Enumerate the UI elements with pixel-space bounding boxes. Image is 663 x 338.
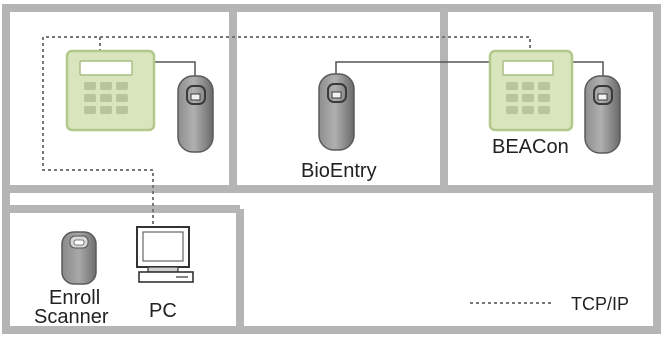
building-frame [2, 4, 661, 334]
tcpip-network-lines [42, 36, 531, 232]
wire-panel1-reader1 [155, 61, 196, 76]
bioentry-reader-icon [318, 73, 355, 151]
beacon-controller-icon [488, 49, 574, 132]
wire-beacon-reader3 [572, 61, 604, 76]
keypad-controller-icon [65, 49, 156, 132]
beacon-label: BEACon [492, 136, 569, 158]
fingerprint-reader-icon [584, 75, 621, 154]
fingerprint-reader-icon [177, 75, 214, 153]
tcpip-line-left-loop [42, 36, 154, 232]
outer-wall [2, 4, 661, 334]
pc-label: PC [149, 300, 177, 322]
bioentry-label: BioEntry [301, 160, 377, 182]
legend-tcpip-label: TCP/IP [571, 294, 630, 314]
device-wiring [155, 61, 604, 76]
enroll-label-line2: Scanner [34, 306, 109, 328]
enroll-label-line1: Enroll [49, 287, 101, 309]
enroll-scanner-icon [61, 231, 97, 285]
desktop-pc-icon [136, 226, 194, 283]
wire-bioentry-beacon [335, 61, 490, 76]
tcpip-line-backbone [100, 36, 531, 52]
